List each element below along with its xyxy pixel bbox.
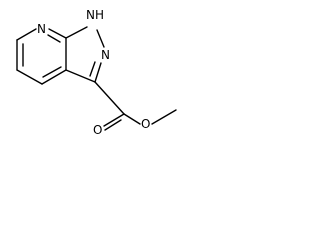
atom-label-pyrazole-n: N bbox=[101, 48, 110, 62]
bond-c3-ccarbonyl bbox=[94, 81, 125, 115]
bond-c7a-n7 bbox=[48, 28, 67, 39]
bond-c7a-n7-inner bbox=[47, 34, 61, 43]
atom-label-carbonyl-o: O bbox=[93, 123, 102, 137]
bond-ccarbonyl-oester bbox=[123, 113, 141, 125]
bond-oester-methyl bbox=[151, 109, 177, 125]
atom-label-ring-n: N bbox=[37, 22, 46, 36]
bond-n2-c3-inner bbox=[89, 61, 96, 77]
bond-c7a-n1 bbox=[65, 26, 88, 39]
bond-c4-c3a-inner bbox=[42, 66, 62, 78]
bond-c5-c4 bbox=[16, 69, 43, 85]
bond-carbonyl-double-2 bbox=[104, 119, 122, 131]
pyrazole-ring bbox=[65, 26, 105, 83]
bond-n2-c3 bbox=[94, 62, 102, 83]
bond-n7-c6 bbox=[16, 28, 37, 41]
bond-n1-n2 bbox=[96, 29, 105, 48]
bond-c3-c3a bbox=[65, 69, 96, 83]
atom-label-ester-o: O bbox=[141, 117, 150, 131]
pyridine-ring bbox=[16, 28, 67, 85]
atom-label-nh: NH bbox=[86, 8, 104, 22]
bond-carbonyl-double-1 bbox=[103, 113, 125, 127]
chemical-structure: N NH N O O bbox=[16, 8, 177, 137]
ester-group bbox=[94, 81, 177, 131]
bond-c4-c3a bbox=[41, 69, 67, 85]
